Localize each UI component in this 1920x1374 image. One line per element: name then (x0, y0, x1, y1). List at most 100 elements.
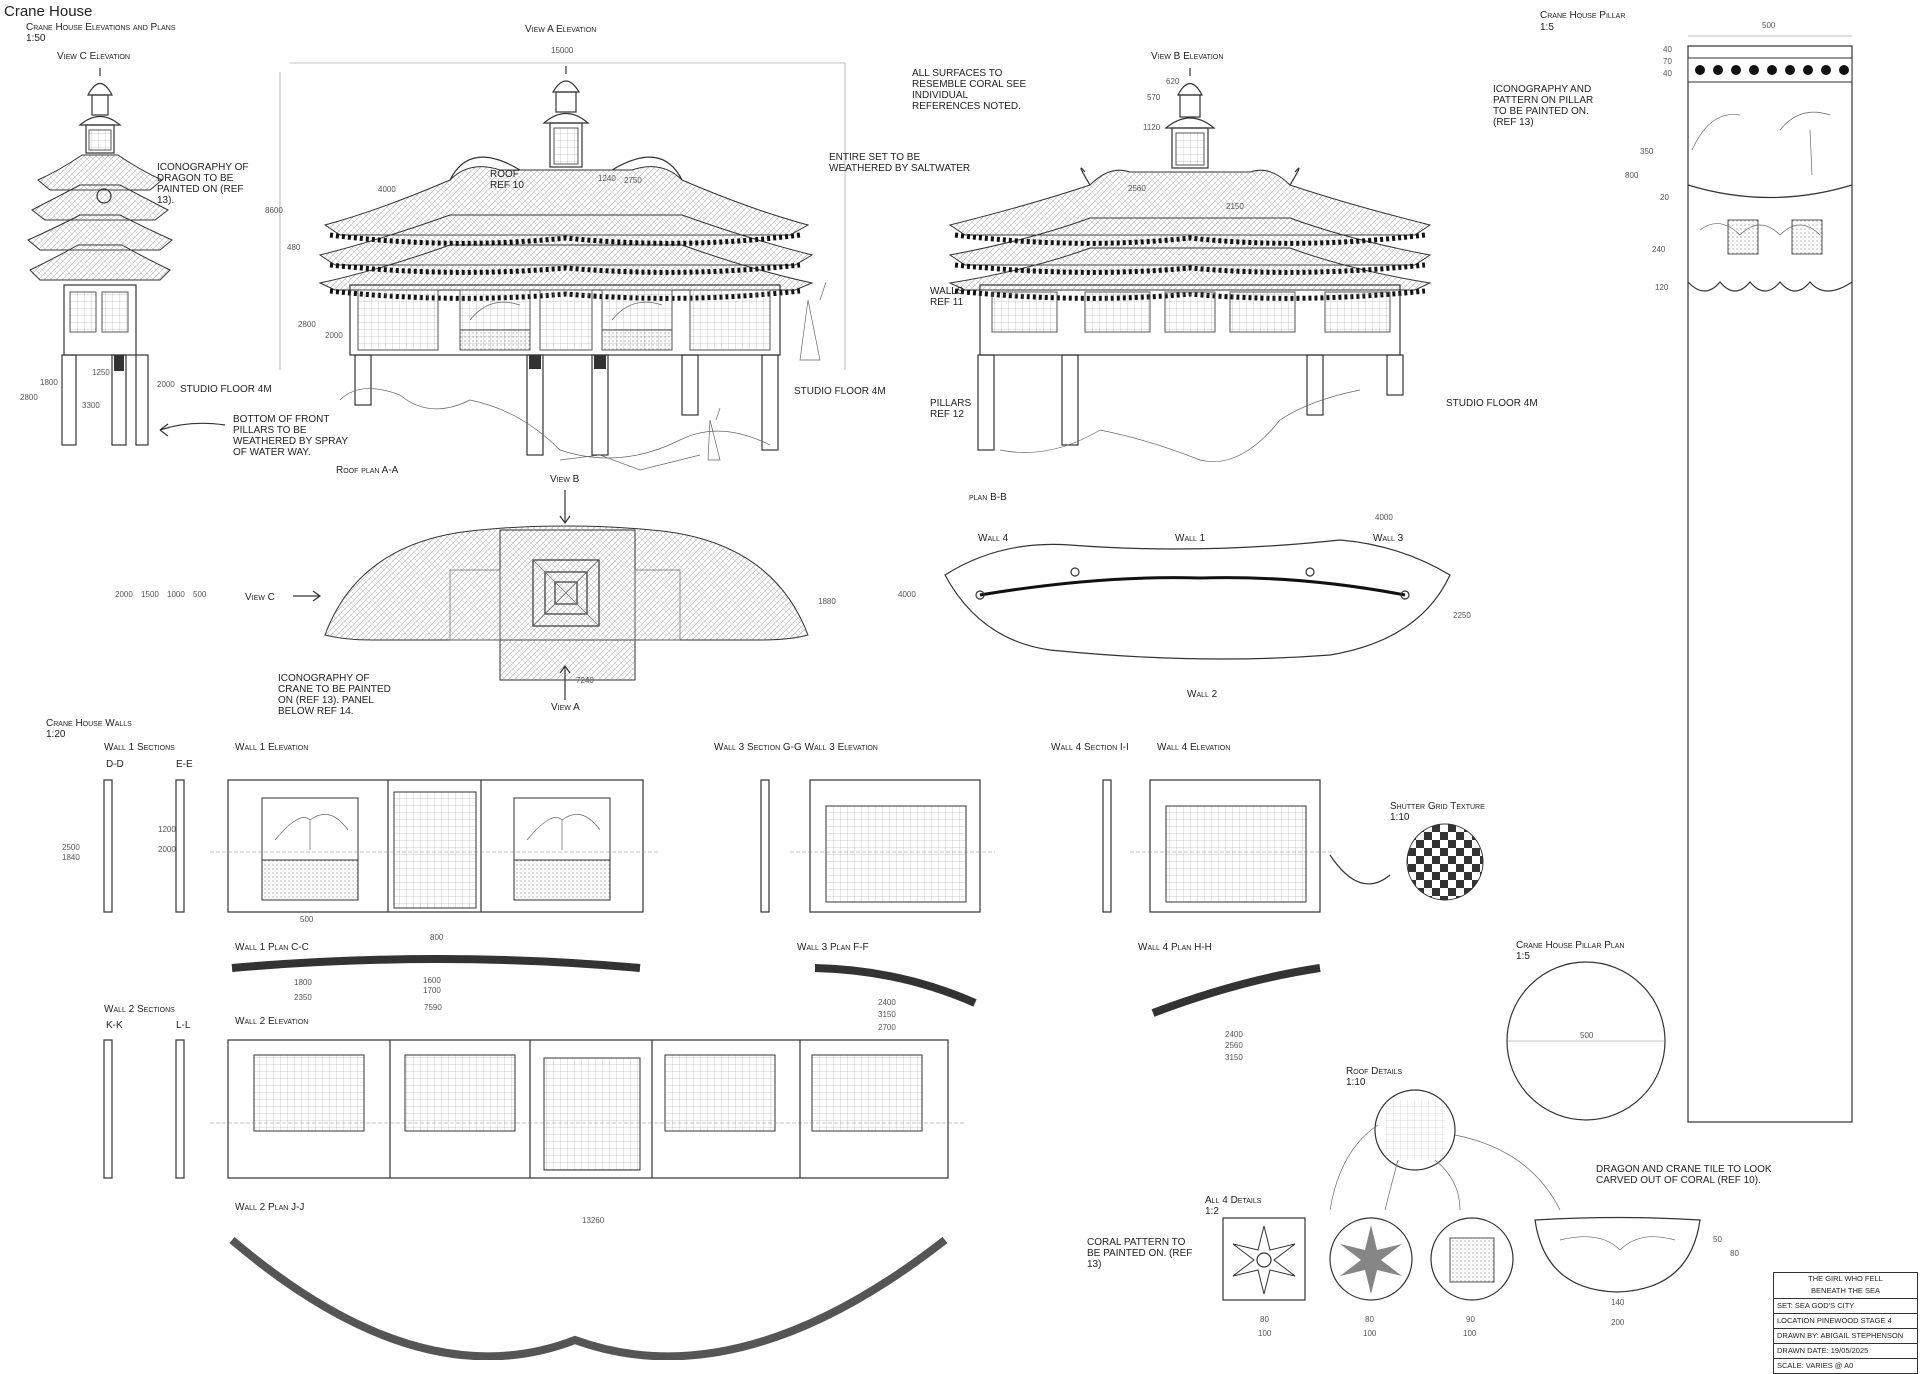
dim-500-pillar: 500 (1762, 21, 1776, 30)
dim-480: 480 (287, 243, 301, 252)
dim-15000: 15000 (551, 46, 574, 55)
dim-100-b: 100 (1363, 1329, 1377, 1338)
roof-plan (324, 525, 809, 681)
dim-570: 570 (1147, 93, 1161, 102)
tb-scale: SCALE: VARIES @ A0 (1777, 1361, 1854, 1370)
note-tile-1: DRAGON AND CRANE TILE TO LOOK (1596, 1164, 1772, 1175)
dim-2000-a: 2000 (325, 331, 343, 340)
view-a-elevation (279, 62, 846, 471)
dim-2800-c: 2800 (20, 393, 38, 402)
dim-8600: 8600 (265, 206, 283, 215)
dim-13260: 13260 (582, 1216, 605, 1225)
dim-240: 240 (1652, 245, 1666, 254)
plan-bb (944, 539, 1451, 660)
dim-1120: 1120 (1143, 123, 1161, 132)
note-tile-2: CARVED OUT OF CORAL (REF 10). (1596, 1175, 1761, 1186)
roof-detail-circle (1374, 1089, 1456, 1171)
w3-section-label: Wall 3 Section G-G Wall 3 Elevation (714, 742, 878, 753)
studio-floor-b: STUDIO FLOOR 4M (1446, 398, 1538, 409)
tb-set: SET: SEA GOD'S CITY (1774, 1299, 1917, 1314)
dim-40: 40 (1663, 45, 1672, 54)
tb-project-2: BENEATH THE SEA (1774, 1284, 1917, 1299)
dim-3150-w4: 3150 (1225, 1053, 1243, 1062)
dim-7590: 7590 (424, 1003, 442, 1012)
note-crane-3: ON (REF 13). PANEL (278, 695, 374, 706)
note-crane-2: CRANE TO BE PAINTED (278, 684, 391, 695)
plan-wall3: Wall 3 (1373, 533, 1404, 544)
section-kk (103, 1039, 113, 1179)
wall1-plan (231, 955, 641, 972)
dim-50: 50 (1713, 1235, 1722, 1244)
w4-plan-label: Wall 4 Plan H-H (1138, 942, 1212, 953)
w1-sections-label: Wall 1 Sections (104, 742, 175, 753)
wall2-plan (229, 1236, 948, 1360)
note-dragon-2: DRAGON TO BE (157, 173, 234, 184)
shutter-scale: 1:10 (1390, 812, 1410, 823)
dim-2350: 2350 (294, 993, 312, 1002)
w3-plan-label: Wall 3 Plan F-F (797, 942, 869, 953)
section-gg (760, 779, 770, 913)
plan-wall2: Wall 2 (1187, 689, 1218, 700)
dim-2150: 2150 (1226, 202, 1244, 211)
view-a-arrow-label: View A (551, 702, 580, 713)
section-kk-label: K-K (106, 1020, 123, 1031)
wall1-elevation (210, 779, 660, 913)
note-pillar-2: PATTERN ON PILLAR (1493, 95, 1593, 106)
dim-2000-w1: 2000 (158, 845, 176, 854)
view-c-elevation (27, 68, 173, 446)
plan-wall1: Wall 1 (1175, 533, 1206, 544)
dim-2750: 2750 (624, 176, 642, 185)
section-dd-label: D-D (106, 759, 124, 770)
wall3-elevation (790, 779, 995, 913)
note-dragon-4: 13). (157, 195, 174, 206)
dim-3300-c: 3300 (82, 401, 100, 410)
wall4-plan (1151, 964, 1321, 1017)
roof-details-label: Roof Details (1346, 1066, 1402, 1077)
dim-500-w1: 500 (300, 915, 314, 924)
walls-heading: Crane House Walls (46, 718, 132, 729)
dim-90: 90 (1466, 1315, 1475, 1324)
w2-elev-label: Wall 2 Elevation (235, 1016, 308, 1027)
dim-2700: 2700 (878, 1023, 896, 1032)
w4-elev-label: Wall 4 Elevation (1157, 742, 1230, 753)
dim-1600-w1p: 1600 (423, 976, 441, 985)
dim-350: 350 (1640, 147, 1654, 156)
note-pillar-3: TO BE PAINTED ON. (1493, 106, 1589, 117)
view-b-arrow-label: View B (550, 474, 580, 485)
dim-3150-w3: 3150 (878, 1010, 896, 1019)
dim-1200-w1: 1200 (158, 825, 176, 834)
dim-2800-a: 2800 (298, 320, 316, 329)
note-pillars-2: REF 12 (930, 409, 964, 420)
view-c-arrow-label: View C (245, 592, 275, 603)
dim-1840-w1: 1840 (62, 853, 80, 862)
dim-80-c: 80 (1730, 1249, 1739, 1258)
studio-floor-c: STUDIO FLOOR 4M (180, 384, 272, 395)
section-ee (175, 779, 185, 913)
dim-2400-w4: 2400 (1225, 1030, 1243, 1039)
dim-1240: 1240 (598, 174, 616, 183)
dim-70: 70 (1663, 57, 1672, 66)
shutter-leader (1329, 854, 1391, 885)
dim-80-a: 80 (1260, 1315, 1269, 1324)
note-walls-1: WALLS (930, 286, 964, 297)
dim-500-pp: 500 (1580, 1031, 1594, 1040)
dim-1800-w1p: 1800 (294, 978, 312, 987)
note-dragon-3: PAINTED ON (REF (157, 184, 243, 195)
dim-80-b: 80 (1365, 1315, 1374, 1324)
roof-tile-details (1222, 1216, 1701, 1301)
pillar-heading: Crane House Pillar (1540, 10, 1625, 21)
note-coral-1: ALL SURFACES TO (912, 68, 1003, 79)
dim-200: 200 (1611, 1318, 1625, 1327)
note-pillar-4: (REF 13) (1493, 117, 1534, 128)
dim-1500-rp: 1500 (141, 590, 159, 599)
w2-sections-label: Wall 2 Sections (104, 1004, 175, 1015)
w1-elev-label: Wall 1 Elevation (235, 742, 308, 753)
wall2-elevation (210, 1039, 965, 1179)
section-ll (175, 1039, 185, 1179)
dim-100-a: 100 (1258, 1329, 1272, 1338)
pillar-plan-label: Crane House Pillar Plan (1516, 940, 1624, 951)
w4-section-label: Wall 4 Section I-I (1051, 742, 1129, 753)
section-dd (103, 779, 113, 913)
dim-40b: 40 (1663, 69, 1672, 78)
